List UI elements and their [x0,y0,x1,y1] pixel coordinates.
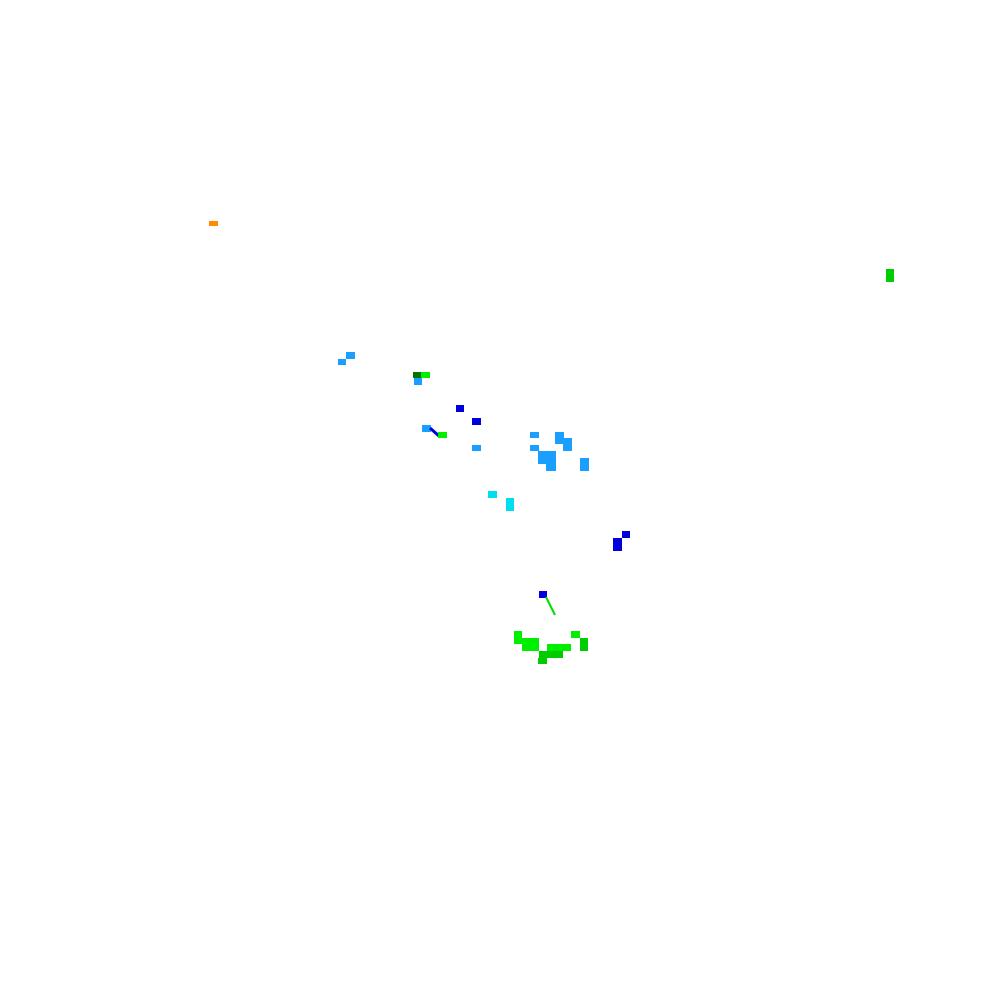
pixel-cyan [506,498,514,511]
pixel-green [538,658,547,664]
pixel-sky-blue [472,445,481,451]
pixel-sky-blue [530,432,539,438]
pixel-blue-stroke [429,426,440,438]
pixel-blue [472,418,481,425]
pixel-blue [539,591,547,598]
pixel-bright-green [522,644,539,651]
pixel-green [886,269,894,282]
pixel-dark-green [413,372,421,378]
pixel-sky-blue [422,425,431,432]
pixel-sky-blue [563,438,572,451]
pixel-blue [456,405,464,412]
pixel-bright-green [571,631,580,638]
pixel-green [580,638,588,651]
pixel-sky-blue [538,451,556,464]
pixel-blue [622,531,630,538]
pixel-bright-green [547,644,571,651]
pixel-blue [613,538,622,551]
pixel-cyan [488,491,497,498]
pixel-sky-blue [414,378,422,385]
pixel-sky-blue [555,432,564,444]
pixel-bright-green [514,638,539,644]
pixel-sky-blue [580,458,589,471]
pixel-bright-green [421,372,430,378]
pixel-sky-blue [530,445,539,451]
pixel-green [539,651,563,658]
pixel-bright-green [438,432,447,438]
pixel-sky-blue [546,464,556,471]
pixel-sky-blue [338,359,346,365]
pixel-green-stroke [545,596,556,616]
pixel-bright-green [514,631,522,638]
pixel-sky-blue [346,352,355,359]
pixel-orange [209,221,218,226]
